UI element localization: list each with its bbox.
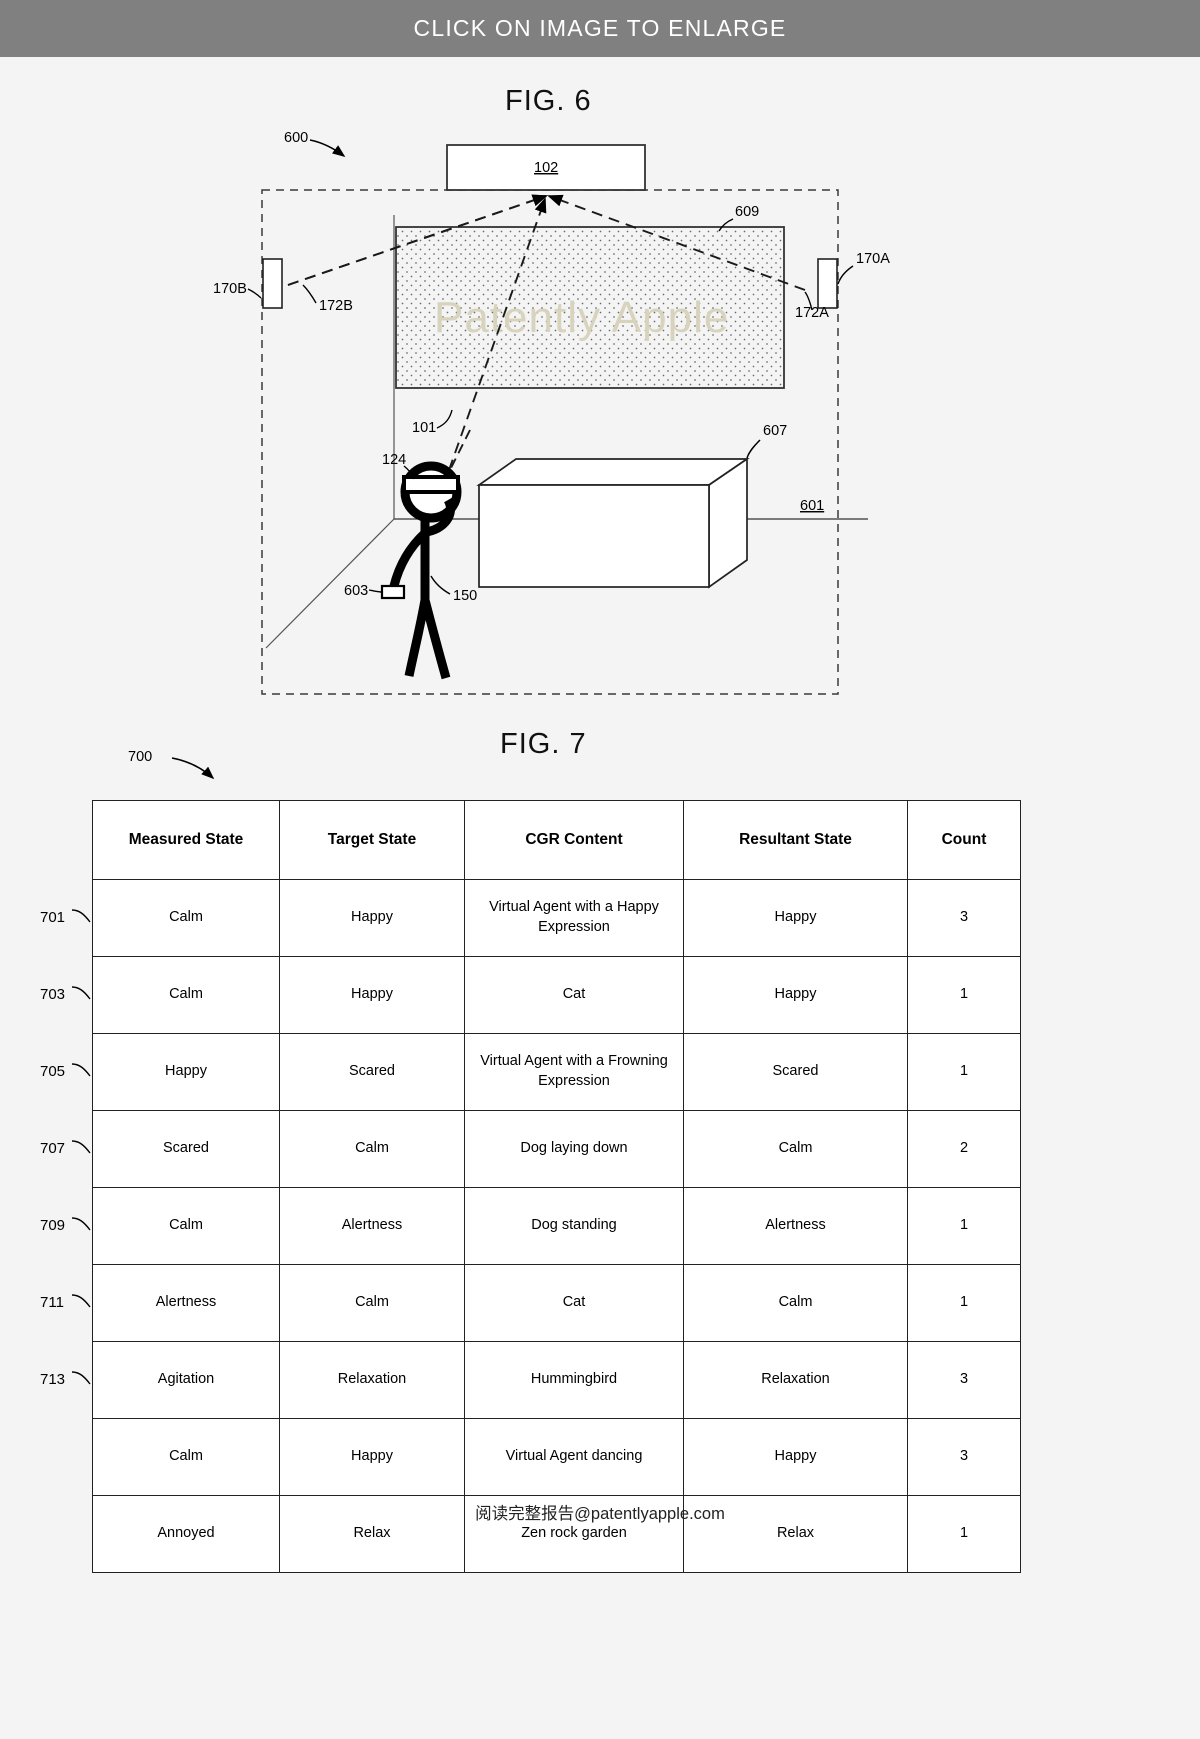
cell-resultant-state: Calm	[683, 1110, 908, 1188]
column-header-measured-state: Measured State	[92, 800, 280, 880]
label-101: 101	[412, 420, 436, 436]
cell-measured-state: Annoyed	[92, 1495, 280, 1573]
fig6-title: FIG. 6	[505, 85, 592, 117]
cell-cgr-content: Cat	[464, 956, 684, 1034]
label-600: 600	[284, 130, 308, 146]
cell-cgr-content: Dog laying down	[464, 1110, 684, 1188]
row-ref-703: 703	[40, 985, 66, 1003]
label-170A: 170A	[856, 251, 890, 267]
cell-resultant-state: Relaxation	[683, 1341, 908, 1419]
column-header-target-state: Target State	[279, 800, 465, 880]
cell-target-state: Relaxation	[279, 1341, 465, 1419]
cell-target-state: Happy	[279, 956, 465, 1034]
label-102: 102	[534, 160, 558, 176]
enlarge-banner-label: CLICK ON IMAGE TO ENLARGE	[413, 15, 787, 41]
label-124: 124	[382, 452, 406, 468]
cell-measured-state: Calm	[92, 1418, 280, 1496]
cell-target-state: Calm	[279, 1264, 465, 1342]
table-header-row: Measured State Target State CGR Content …	[92, 800, 1021, 880]
cell-target-state: Alertness	[279, 1187, 465, 1265]
cell-count: 3	[907, 1341, 1021, 1419]
row-ref-leader-709	[71, 1216, 91, 1230]
watermark-text: Patently Apple	[434, 293, 729, 342]
cell-count: 2	[907, 1110, 1021, 1188]
cell-cgr-content: Hummingbird	[464, 1341, 684, 1419]
column-header-resultant-state: Resultant State	[683, 800, 908, 880]
label-601: 601	[800, 498, 824, 514]
cell-measured-state: Alertness	[92, 1264, 280, 1342]
cell-cgr-content: Virtual Agent with a Frowning Expression	[464, 1033, 684, 1111]
cell-cgr-content: Dog standing	[464, 1187, 684, 1265]
cell-target-state: Scared	[279, 1033, 465, 1111]
row-ref-707: 707	[40, 1139, 66, 1157]
cell-count: 3	[907, 1418, 1021, 1496]
cell-measured-state: Calm	[92, 1187, 280, 1265]
label-609: 609	[735, 204, 759, 220]
row-ref-709: 709	[40, 1216, 66, 1234]
cell-count: 1	[907, 1264, 1021, 1342]
label-700: 700	[128, 749, 152, 765]
cell-cgr-content: Virtual Agent with a Happy Expression	[464, 879, 684, 957]
label-150: 150	[453, 588, 477, 604]
cell-resultant-state: Calm	[683, 1264, 908, 1342]
cell-cgr-content: Cat	[464, 1264, 684, 1342]
cell-resultant-state: Alertness	[683, 1187, 908, 1265]
cell-cgr-content: Zen rock garden	[464, 1495, 684, 1573]
cell-target-state: Relax	[279, 1495, 465, 1573]
cell-target-state: Calm	[279, 1110, 465, 1188]
fig6-drawing: 600 102 609 Patently Apple 170A 172A 170…	[213, 130, 890, 695]
row-ref-713: 713	[40, 1370, 66, 1388]
label-172A: 172A	[795, 305, 829, 321]
cell-count: 1	[907, 1495, 1021, 1573]
cell-measured-state: Calm	[92, 879, 280, 957]
row-ref-leader-703	[71, 985, 91, 999]
row-ref-705: 705	[40, 1062, 66, 1080]
column-header-count: Count	[907, 800, 1021, 880]
cell-count: 1	[907, 1187, 1021, 1265]
cell-measured-state: Calm	[92, 956, 280, 1034]
cell-resultant-state: Happy	[683, 879, 908, 957]
stick-figure	[389, 461, 462, 680]
column-header-cgr-content: CGR Content	[464, 800, 684, 880]
cell-count: 3	[907, 879, 1021, 957]
cell-cgr-content: Virtual Agent dancing	[464, 1418, 684, 1496]
cell-target-state: Happy	[279, 879, 465, 957]
cell-resultant-state: Relax	[683, 1495, 908, 1573]
label-607: 607	[763, 423, 787, 439]
enlarge-banner[interactable]: CLICK ON IMAGE TO ENLARGE	[0, 0, 1200, 57]
cell-resultant-state: Scared	[683, 1033, 908, 1111]
row-ref-leader-701	[71, 908, 91, 922]
cell-measured-state: Happy	[92, 1033, 280, 1111]
cell-resultant-state: Happy	[683, 956, 908, 1034]
row-ref-701: 701	[40, 908, 66, 926]
row-ref-leader-713	[71, 1370, 91, 1384]
cell-target-state: Happy	[279, 1418, 465, 1496]
cell-resultant-state: Happy	[683, 1418, 908, 1496]
cell-measured-state: Agitation	[92, 1341, 280, 1419]
row-ref-711: 711	[40, 1293, 64, 1311]
state-mapping-table: Measured State Target State CGR Content …	[92, 800, 1021, 1573]
label-603: 603	[344, 583, 368, 599]
label-172B: 172B	[319, 298, 353, 314]
label-170B: 170B	[213, 281, 247, 297]
footer-attribution: 阅读完整报告@patentlyapple.com	[475, 1505, 725, 1523]
row-ref-leader-711	[71, 1293, 91, 1307]
row-ref-leader-707	[71, 1139, 91, 1153]
cell-count: 1	[907, 956, 1021, 1034]
fig7-title: FIG. 7	[500, 728, 587, 760]
row-ref-leader-705	[71, 1062, 91, 1076]
cell-count: 1	[907, 1033, 1021, 1111]
cell-measured-state: Scared	[92, 1110, 280, 1188]
